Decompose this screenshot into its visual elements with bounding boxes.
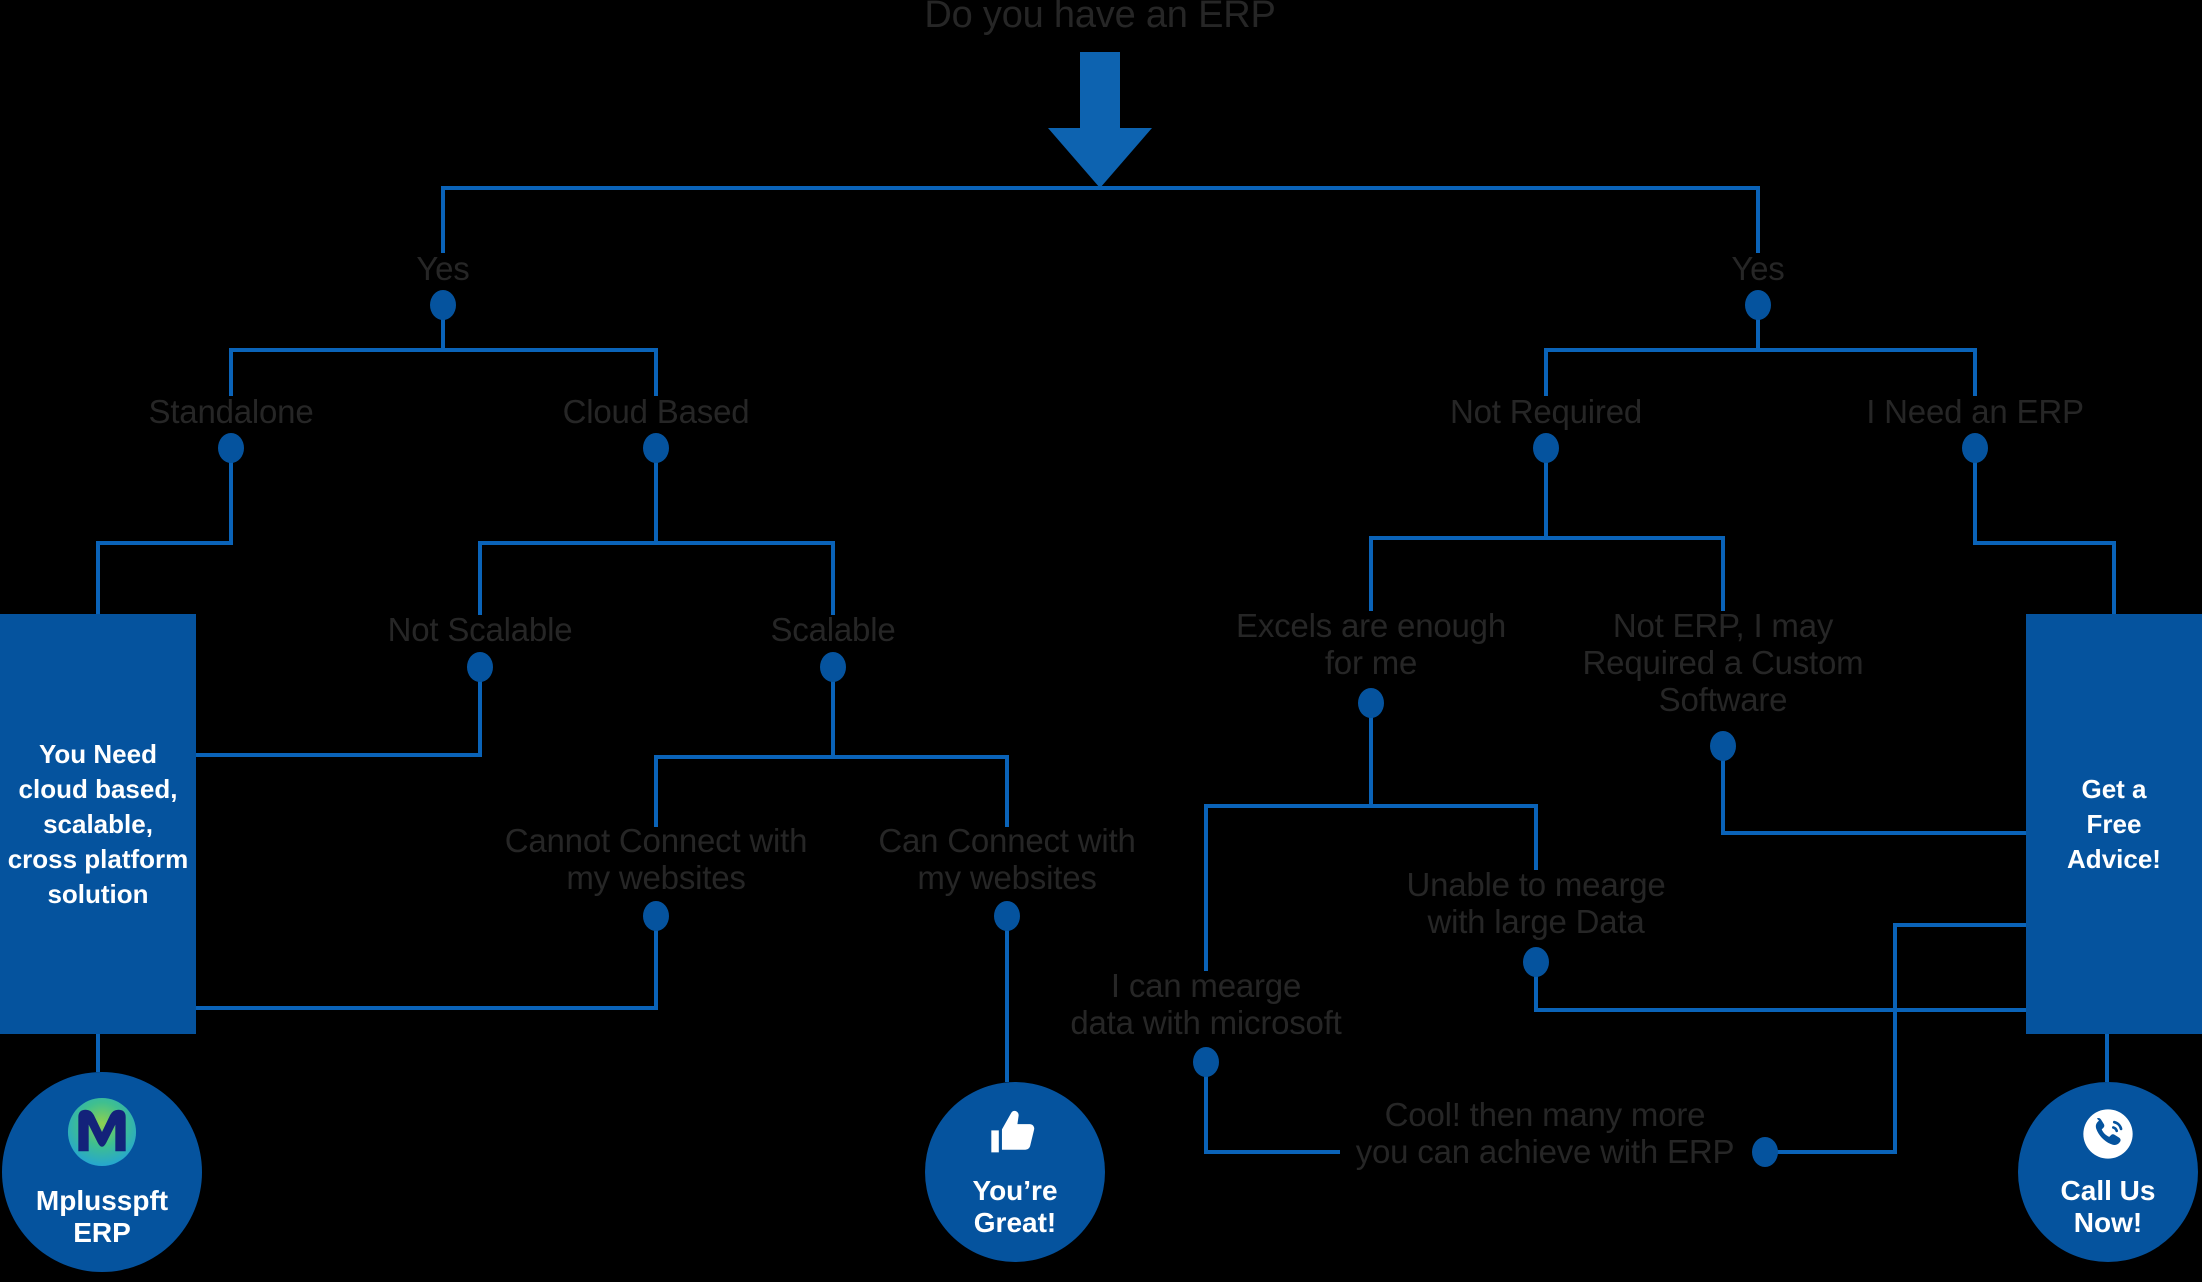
node-cloud-based: Cloud Based <box>562 393 750 430</box>
thumbs-up-icon <box>986 1105 1044 1163</box>
node-need-an-erp: I Need an ERP <box>1866 393 2084 430</box>
node-not-scalable: Not Scalable <box>387 611 573 648</box>
node-yes-right: Yes <box>1731 250 1785 287</box>
node-excels-are-enough: Excels are enough for me <box>1236 607 1506 681</box>
node-can-connect: Can Connect with my websites <box>878 822 1136 896</box>
endpoint-youre-great[interactable]: You’re Great! <box>925 1082 1105 1262</box>
mplusspft-logo-icon <box>65 1095 139 1173</box>
phone-call-icon <box>2079 1105 2137 1163</box>
node-root: Do you have an ERP <box>924 0 1276 36</box>
node-not-required: Not Required <box>1449 393 1643 430</box>
endpoint-label: You’re Great! <box>972 1175 1058 1238</box>
node-cool-achieve-with-erp: Cool! then many more you can achieve wit… <box>1355 1096 1735 1170</box>
root-down-arrow <box>1048 52 1152 188</box>
endpoint-label: Mplusspft ERP <box>35 1185 169 1248</box>
node-yes-left: Yes <box>416 250 470 287</box>
node-standalone: Standalone <box>148 393 314 430</box>
node-cannot-connect: Cannot Connect with my websites <box>504 822 808 896</box>
node-can-mearge-microsoft: I can mearge data with microsoft <box>1070 967 1342 1041</box>
endpoint-mplusspft-erp[interactable]: Mplusspft ERP <box>2 1072 202 1272</box>
node-scalable: Scalable <box>770 611 896 648</box>
node-unable-to-mearge: Unable to mearge with large Data <box>1406 866 1666 940</box>
outcome-box-cloud-solution[interactable]: You Need cloud based, scalable, cross pl… <box>0 614 196 1034</box>
node-custom-software: Not ERP, I may Required a Custom Softwar… <box>1582 607 1864 718</box>
endpoint-label: Call Us Now! <box>2060 1175 2156 1238</box>
outcome-box-free-advice[interactable]: Get a Free Advice! <box>2026 614 2202 1034</box>
endpoint-call-us-now[interactable]: Call Us Now! <box>2018 1082 2198 1262</box>
